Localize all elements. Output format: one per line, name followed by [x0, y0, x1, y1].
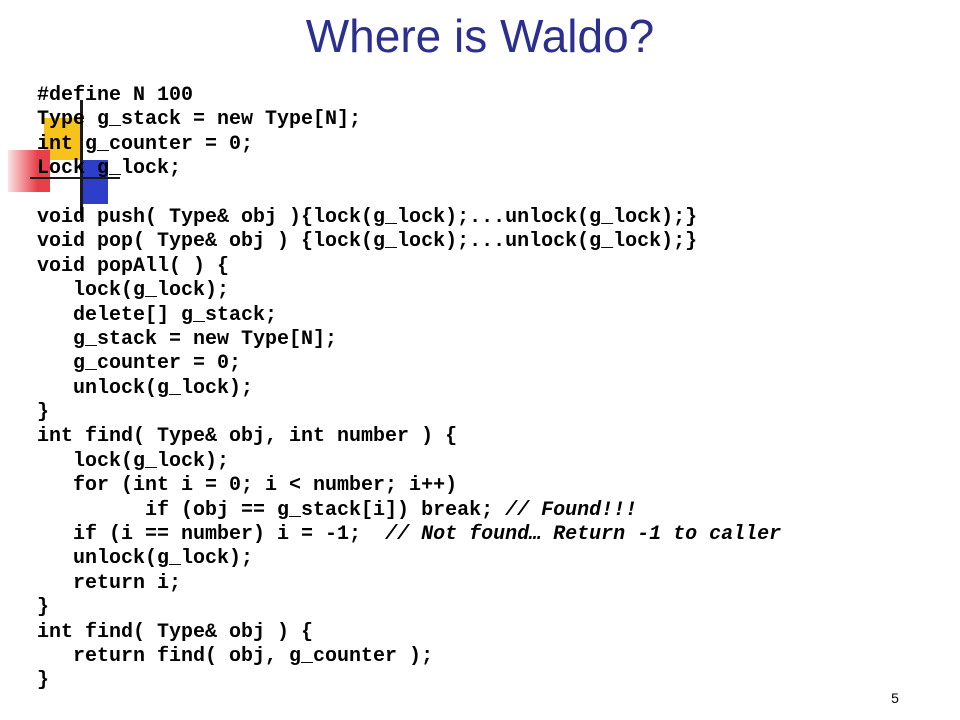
deco-vertical-line: [80, 100, 83, 218]
code-line: void popAll( ) {: [37, 254, 230, 278]
code-line: int find( Type& obj, int number ) {: [37, 425, 458, 449]
code-line: lock(g_lock);: [37, 279, 230, 303]
code-line: Lock g_lock;: [37, 157, 182, 181]
code-line: g_counter = 0;: [37, 352, 242, 376]
code-line: unlock(g_lock);: [37, 547, 254, 571]
code-comment: // Found!!!: [505, 498, 638, 522]
deco-horizontal-line: [30, 177, 120, 179]
code-line: #define N 100: [37, 84, 194, 107]
code-line: int g_counter = 0;: [37, 132, 254, 156]
code-comment: // Not found… Return -1 to caller: [385, 523, 782, 547]
code-line: return find( obj, g_counter );: [37, 644, 434, 668]
code-line: lock(g_lock);: [37, 449, 230, 473]
slide-title: Where is Waldo?: [305, 10, 655, 62]
deco-blue-square: [82, 160, 108, 204]
decorative-squares: [0, 0, 120, 230]
code-line: int find( Type& obj ) {: [37, 620, 314, 644]
code-line: void pop( Type& obj ) {lock(g_lock);...u…: [37, 230, 698, 254]
code-line: return i;: [37, 571, 182, 595]
code-line: unlock(g_lock);: [37, 376, 254, 400]
deco-red-square: [8, 150, 50, 192]
code-line: }: [37, 596, 50, 620]
code-line: if (obj == g_stack[i]) break; // Found!!…: [37, 498, 638, 522]
code-line: void push( Type& obj ){lock(g_lock);...u…: [37, 205, 698, 229]
code-line: }: [37, 669, 50, 693]
code-line: Type g_stack = new Type[N];: [37, 108, 362, 132]
code-line: [37, 182, 781, 206]
page-number: 5: [891, 690, 899, 706]
code-line: delete[] g_stack;: [37, 303, 278, 327]
deco-yellow-square: [44, 118, 82, 160]
code-line: g_stack = new Type[N];: [37, 327, 338, 351]
code-line: }: [37, 401, 50, 425]
code-line: for (int i = 0; i < number; i++): [37, 474, 458, 498]
code-line: if (i == number) i = -1; // Not found… R…: [37, 523, 782, 547]
